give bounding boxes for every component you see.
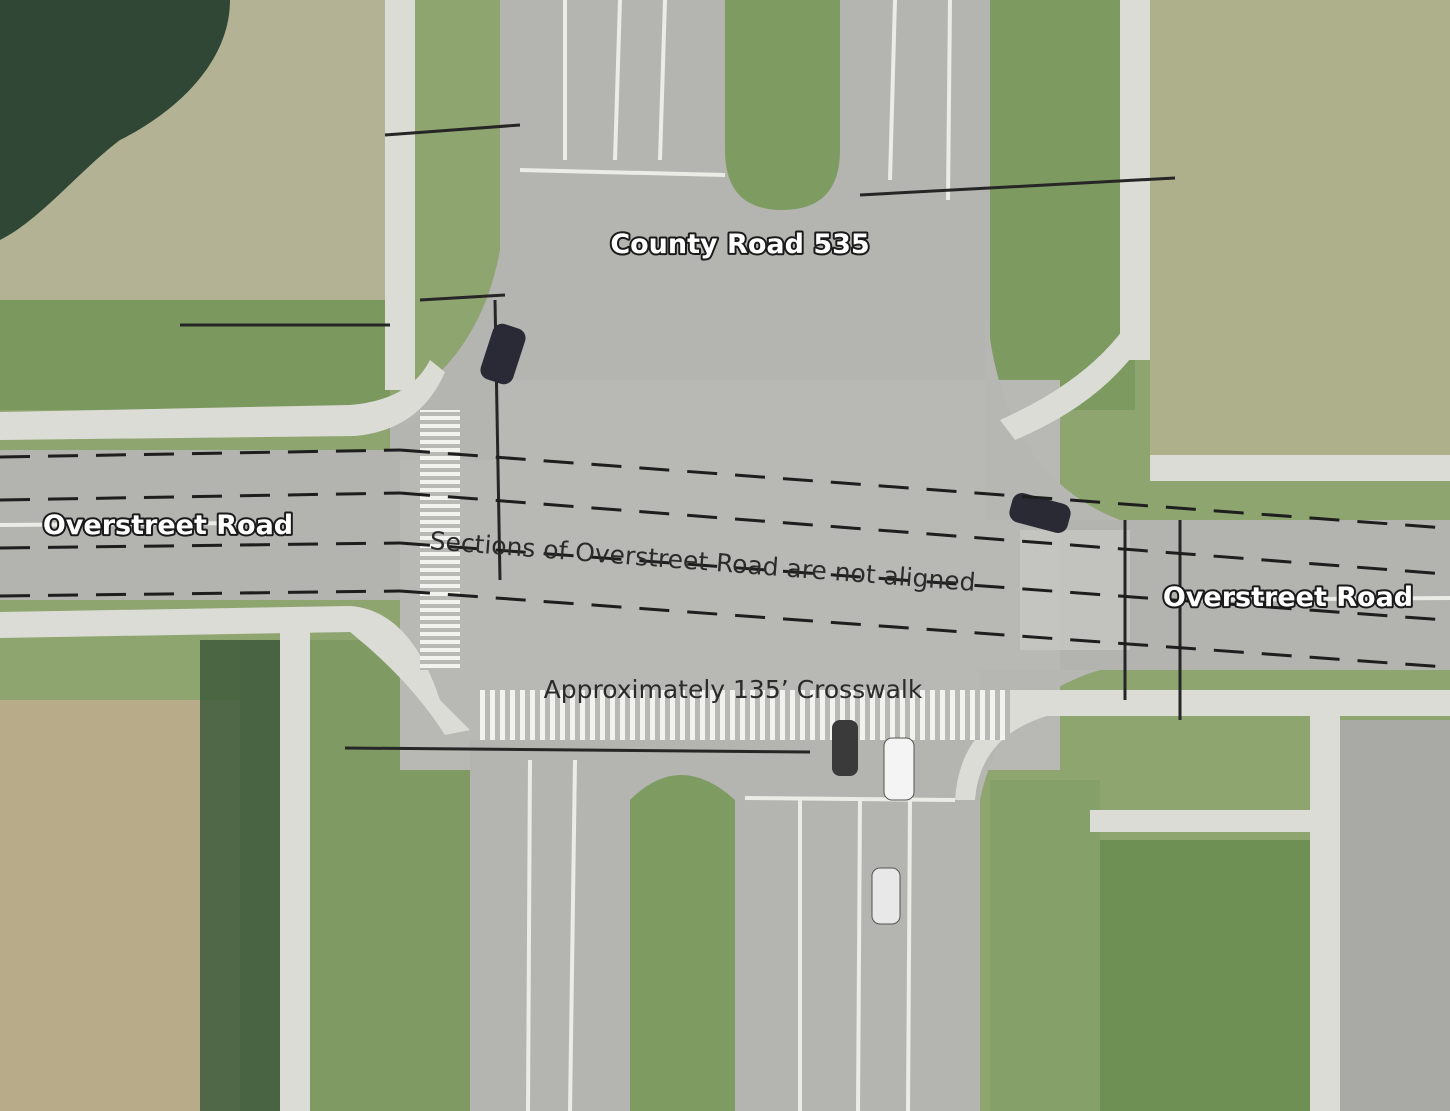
dashed-line xyxy=(399,541,1446,622)
car xyxy=(883,737,915,801)
crosswalk-note: Approximately 135’ Crosswalk xyxy=(544,675,923,704)
dashed-line xyxy=(0,589,401,598)
alignment-dashed-lines xyxy=(0,448,1446,669)
medians xyxy=(630,0,840,1111)
county-road-label: County Road 535 xyxy=(610,229,869,260)
southwest-tree-line xyxy=(200,640,290,1111)
northeast-grass xyxy=(985,0,1135,410)
car xyxy=(480,323,526,385)
northwest-trees xyxy=(0,0,230,240)
crosswalk-south xyxy=(475,690,1010,740)
southeast-grass xyxy=(990,780,1100,1111)
dashed-line xyxy=(0,541,401,550)
northeast-lot xyxy=(1150,0,1450,460)
crosswalks xyxy=(420,410,1130,740)
vehicles xyxy=(480,323,1071,925)
dashed-line xyxy=(399,491,1446,576)
overstreet-road-west-label: Overstreet Road xyxy=(43,510,293,541)
south-median xyxy=(630,775,735,1111)
northwest-grass-strip xyxy=(0,300,390,410)
dashed-line xyxy=(399,448,1446,530)
car xyxy=(1009,492,1071,534)
car xyxy=(832,720,858,776)
northeast-curb-curve xyxy=(985,280,1120,520)
car xyxy=(871,867,901,925)
southeast-lawn xyxy=(1100,840,1310,1111)
north-median xyxy=(725,0,840,210)
dashed-line xyxy=(0,491,401,502)
dashed-line xyxy=(399,589,1446,669)
overstreet-road-east-label: Overstreet Road xyxy=(1163,582,1413,613)
dashed-line xyxy=(0,448,401,459)
